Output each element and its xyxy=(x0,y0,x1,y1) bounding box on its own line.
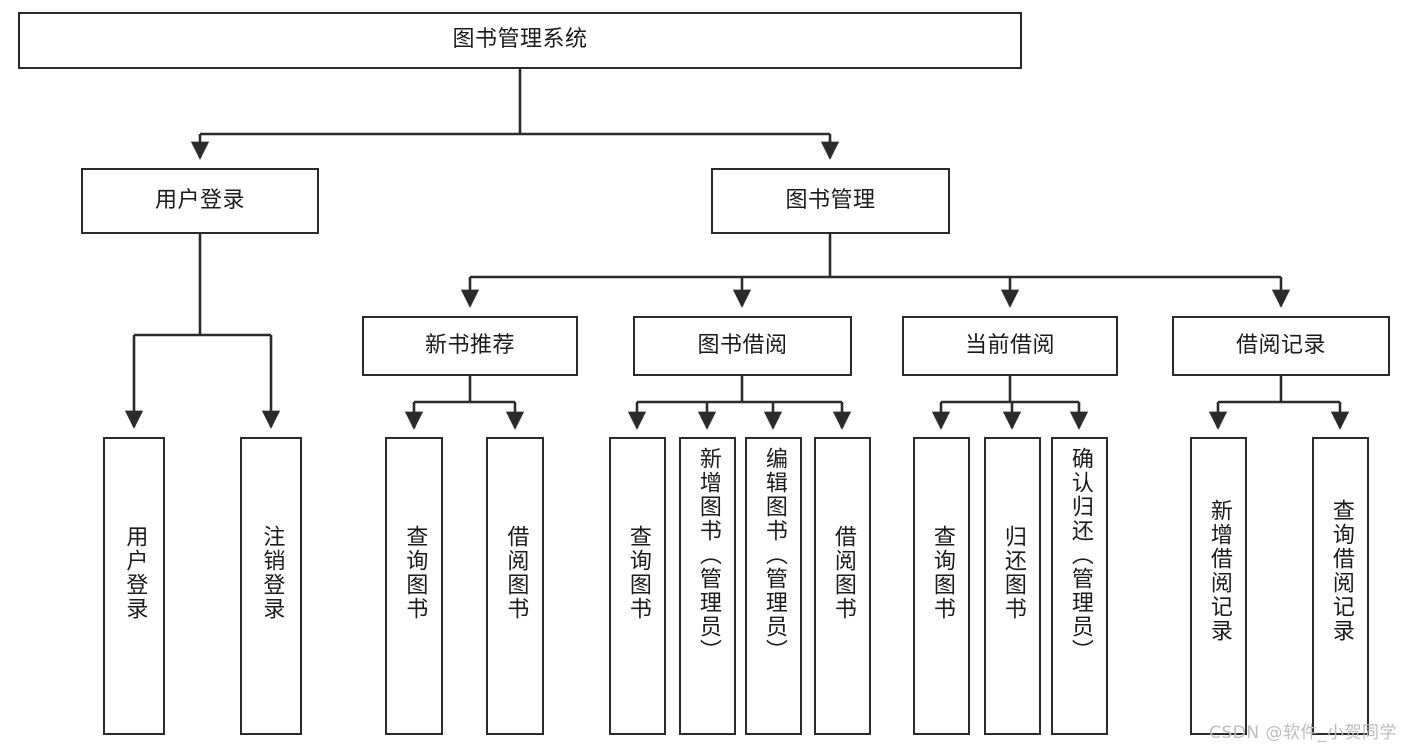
leaf-newbook-query-book-label: 查询图书 xyxy=(402,525,428,621)
leaf-borrow-query-book[interactable]: 查询图书 xyxy=(609,437,666,735)
leaf-user-login[interactable]: 用户登录 xyxy=(103,437,165,735)
leaf-current-confirm-return-admin[interactable]: 确认归还（管理员） xyxy=(1051,437,1108,735)
leaf-borrow-query-book-label: 查询图书 xyxy=(625,525,651,621)
leaf-current-confirm-return-admin-label: 确认归还（管理员） xyxy=(1067,447,1093,663)
node-user-login[interactable]: 用户登录 xyxy=(81,168,319,234)
leaf-record-query-record[interactable]: 查询借阅记录 xyxy=(1312,437,1369,735)
leaf-borrow-lend-book[interactable]: 借阅图书 xyxy=(814,437,871,735)
node-book-borrow-label: 图书借阅 xyxy=(697,332,788,358)
leaf-current-query-book[interactable]: 查询图书 xyxy=(913,437,970,735)
leaf-borrow-edit-book-admin[interactable]: 编辑图书（管理员） xyxy=(745,437,802,735)
leaf-record-query-record-label: 查询借阅记录 xyxy=(1328,499,1354,643)
leaf-record-add-record-label: 新增借阅记录 xyxy=(1206,499,1232,643)
node-book-borrow[interactable]: 图书借阅 xyxy=(633,316,852,376)
leaf-borrow-add-book-admin-label: 新增图书（管理员） xyxy=(695,447,721,663)
node-user-login-label: 用户登录 xyxy=(154,187,245,213)
node-new-book-recommend[interactable]: 新书推荐 xyxy=(362,316,578,376)
leaf-borrow-lend-book-label: 借阅图书 xyxy=(830,525,856,621)
node-current-borrow[interactable]: 当前借阅 xyxy=(902,316,1118,376)
node-root[interactable]: 图书管理系统 xyxy=(18,12,1022,69)
leaf-record-add-record[interactable]: 新增借阅记录 xyxy=(1190,437,1247,735)
leaf-current-query-book-label: 查询图书 xyxy=(929,525,955,621)
leaf-current-return-book[interactable]: 归还图书 xyxy=(984,437,1041,735)
leaf-user-login-label: 用户登录 xyxy=(122,525,148,621)
node-root-label: 图书管理系统 xyxy=(452,27,588,53)
node-current-borrow-label: 当前借阅 xyxy=(964,332,1055,358)
node-new-book-recommend-label: 新书推荐 xyxy=(424,332,515,358)
leaf-newbook-borrow-book-label: 借阅图书 xyxy=(503,525,529,621)
leaf-newbook-borrow-book[interactable]: 借阅图书 xyxy=(486,437,544,735)
node-book-management[interactable]: 图书管理 xyxy=(711,168,950,234)
node-book-management-label: 图书管理 xyxy=(785,187,876,213)
leaf-newbook-query-book[interactable]: 查询图书 xyxy=(385,437,443,735)
leaf-borrow-edit-book-admin-label: 编辑图书（管理员） xyxy=(761,447,787,663)
leaf-logout-label: 注销登录 xyxy=(259,525,285,621)
leaf-logout[interactable]: 注销登录 xyxy=(240,437,302,735)
node-borrow-record[interactable]: 借阅记录 xyxy=(1172,316,1390,376)
leaf-borrow-add-book-admin[interactable]: 新增图书（管理员） xyxy=(679,437,736,735)
node-borrow-record-label: 借阅记录 xyxy=(1235,332,1326,358)
leaf-current-return-book-label: 归还图书 xyxy=(1000,525,1026,621)
